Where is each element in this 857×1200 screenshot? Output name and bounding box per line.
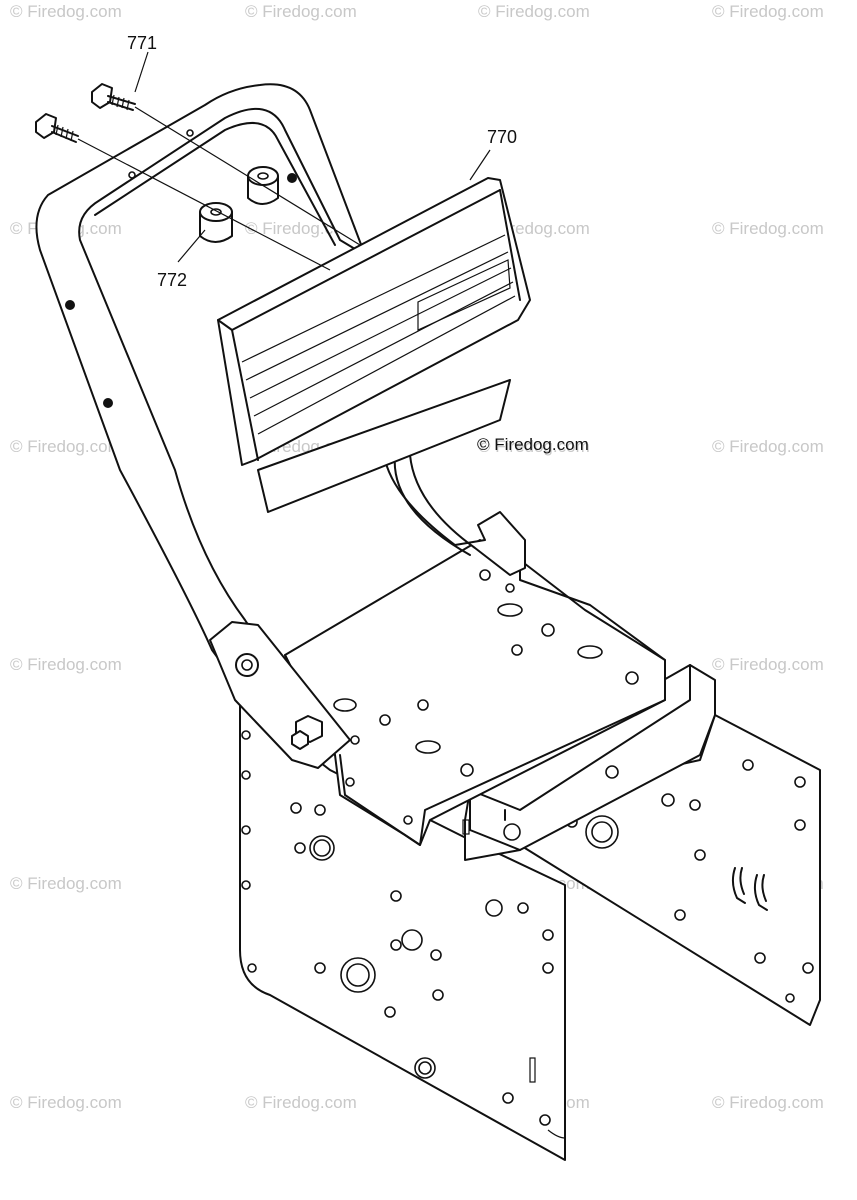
spacers: [199, 166, 279, 243]
part-number-770: 770: [487, 127, 518, 147]
watermark-text: © Firedog.com: [478, 437, 590, 456]
backrest-bracket: [209, 621, 351, 769]
watermark-text: © Firedog.com: [10, 655, 122, 674]
watermark-text: © Firedog.com: [10, 874, 122, 893]
watermark-text: © Firedog.com: [10, 1093, 122, 1112]
watermark-text: © Firedog.com: [245, 1093, 357, 1112]
watermark-text: © Firedog.com: [712, 2, 824, 21]
copyright-notice: © Firedog.com: [477, 435, 589, 454]
part-number-771: 771: [127, 33, 158, 53]
watermark-text: © Firedog.com: [245, 2, 357, 21]
watermark-text: © Firedog.com: [478, 2, 590, 21]
watermark-text: © Firedog.com: [712, 1093, 824, 1112]
seat-back-cushion: [217, 177, 531, 513]
backrest-frame: [35, 83, 366, 696]
part-number-772: 772: [157, 270, 188, 290]
bolts: [35, 83, 136, 143]
watermark-text: © Firedog.com: [712, 655, 824, 674]
leader-lines: [77, 51, 491, 271]
watermark-text: © Firedog.com: [712, 437, 824, 456]
watermark-text: © Firedog.com: [10, 2, 122, 21]
left-side-plate: [239, 699, 566, 1161]
rear-support: [384, 454, 526, 576]
cross-member: [462, 664, 716, 861]
watermark-text: © Firedog.com: [712, 219, 824, 238]
watermark-text: © Firedog.com: [10, 437, 122, 456]
